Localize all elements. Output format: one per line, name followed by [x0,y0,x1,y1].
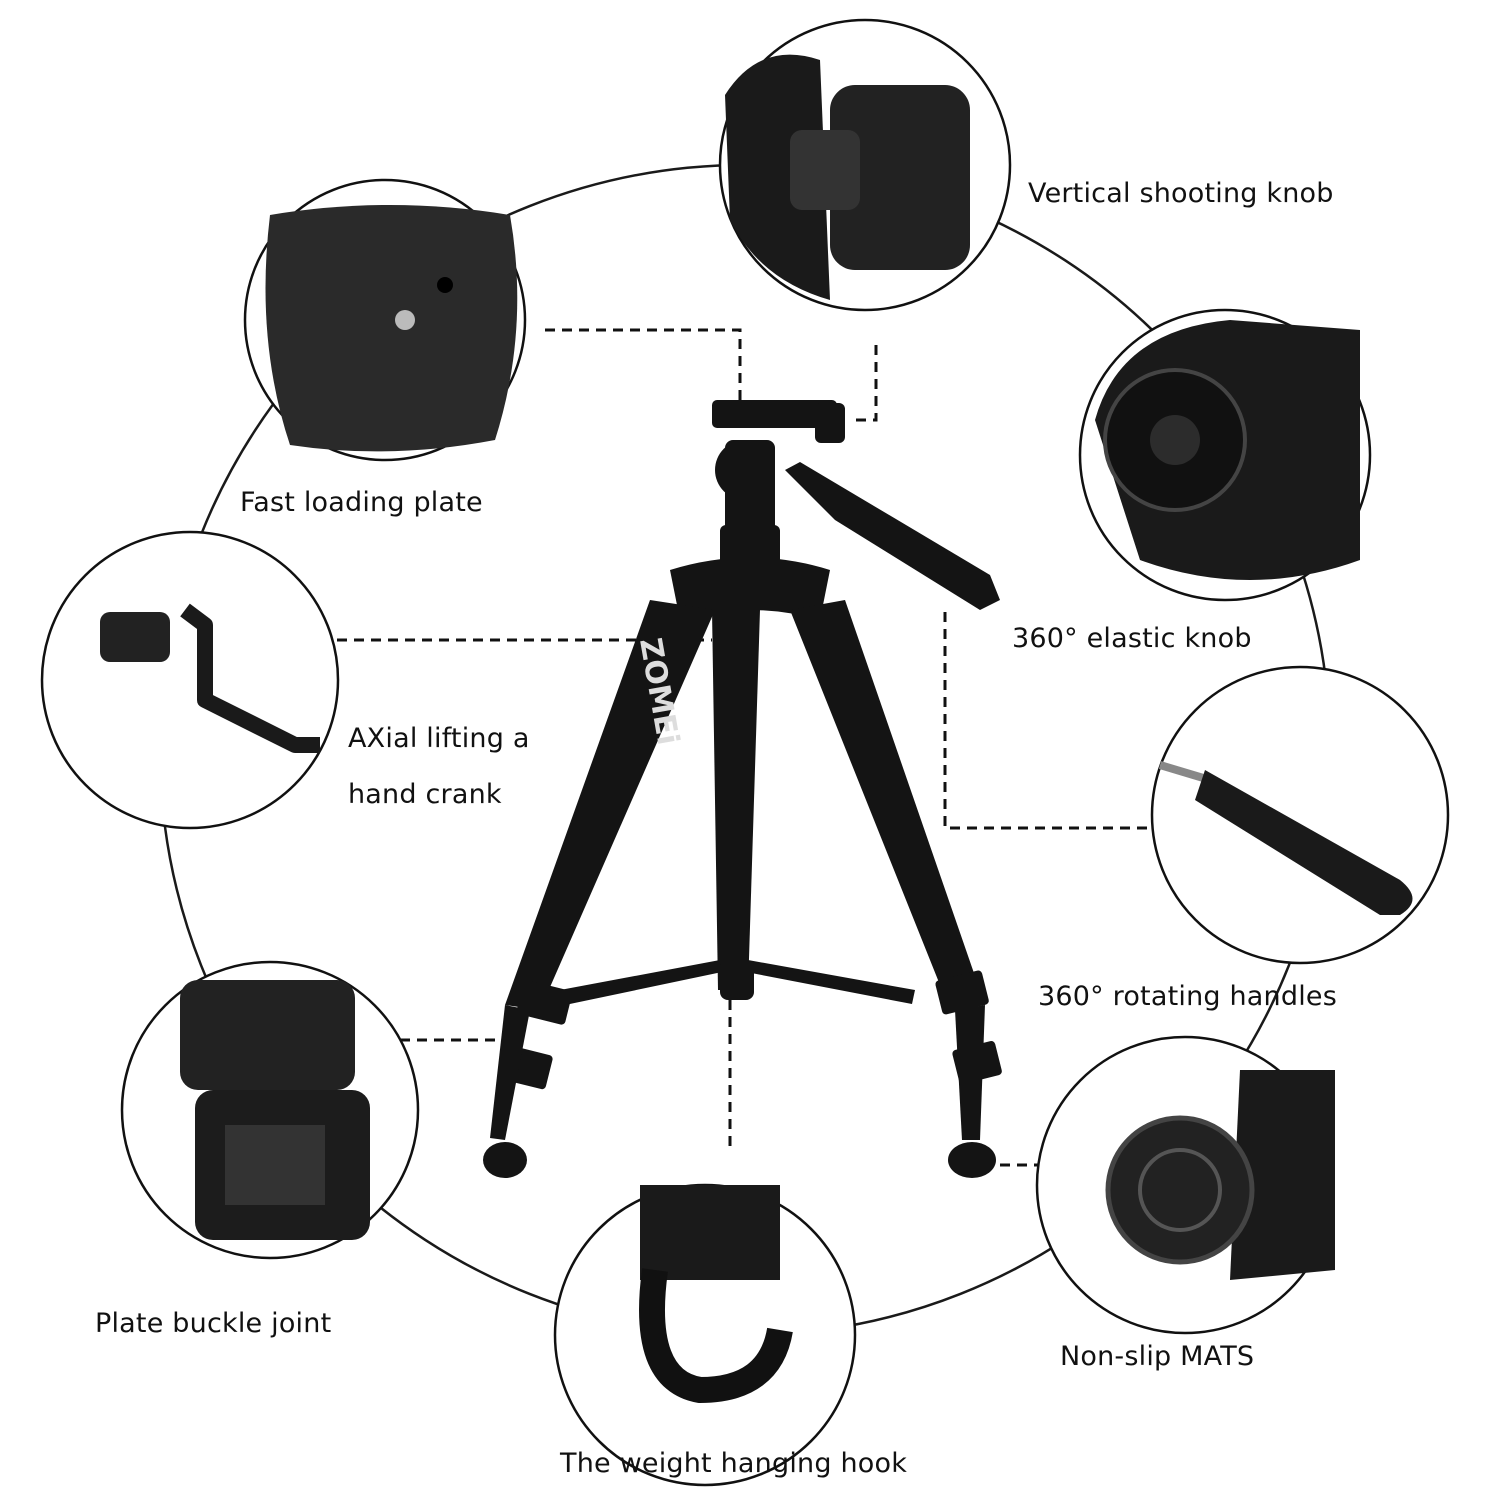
connector-vertical-knob [850,345,878,422]
detail-rotating-handle [1150,665,1450,965]
label-plate-buckle-joint: Plate buckle joint [95,1308,332,1339]
detail-crank [40,530,340,830]
connector-handle [943,612,1150,830]
detail-elastic-knob [1078,308,1372,602]
label-crank-line2: hand crank [348,779,502,810]
label-vertical-shooting-knob: Vertical shooting knob [1028,178,1334,209]
label-non-slip-mats: Non-slip MATS [1060,1341,1255,1372]
detail-vertical-shooting-knob [718,18,1012,312]
detail-fast-loading-plate [243,178,527,462]
tripod-illustration [483,400,1002,1178]
label-elastic-knob: 360° elastic knob [1012,623,1252,654]
detail-non-slip-mats [1035,1035,1335,1335]
detail-plate-buckle-joint [120,960,420,1260]
label-rotating-handles: 360° rotating handles [1038,981,1337,1012]
label-hanging-hook: The weight hanging hook [560,1448,908,1479]
label-crank-line1: AXial lifting a [348,723,530,754]
detail-hanging-hook [553,1183,857,1487]
connector-plate [545,328,742,400]
label-fast-loading-plate: Fast loading plate [240,487,483,518]
